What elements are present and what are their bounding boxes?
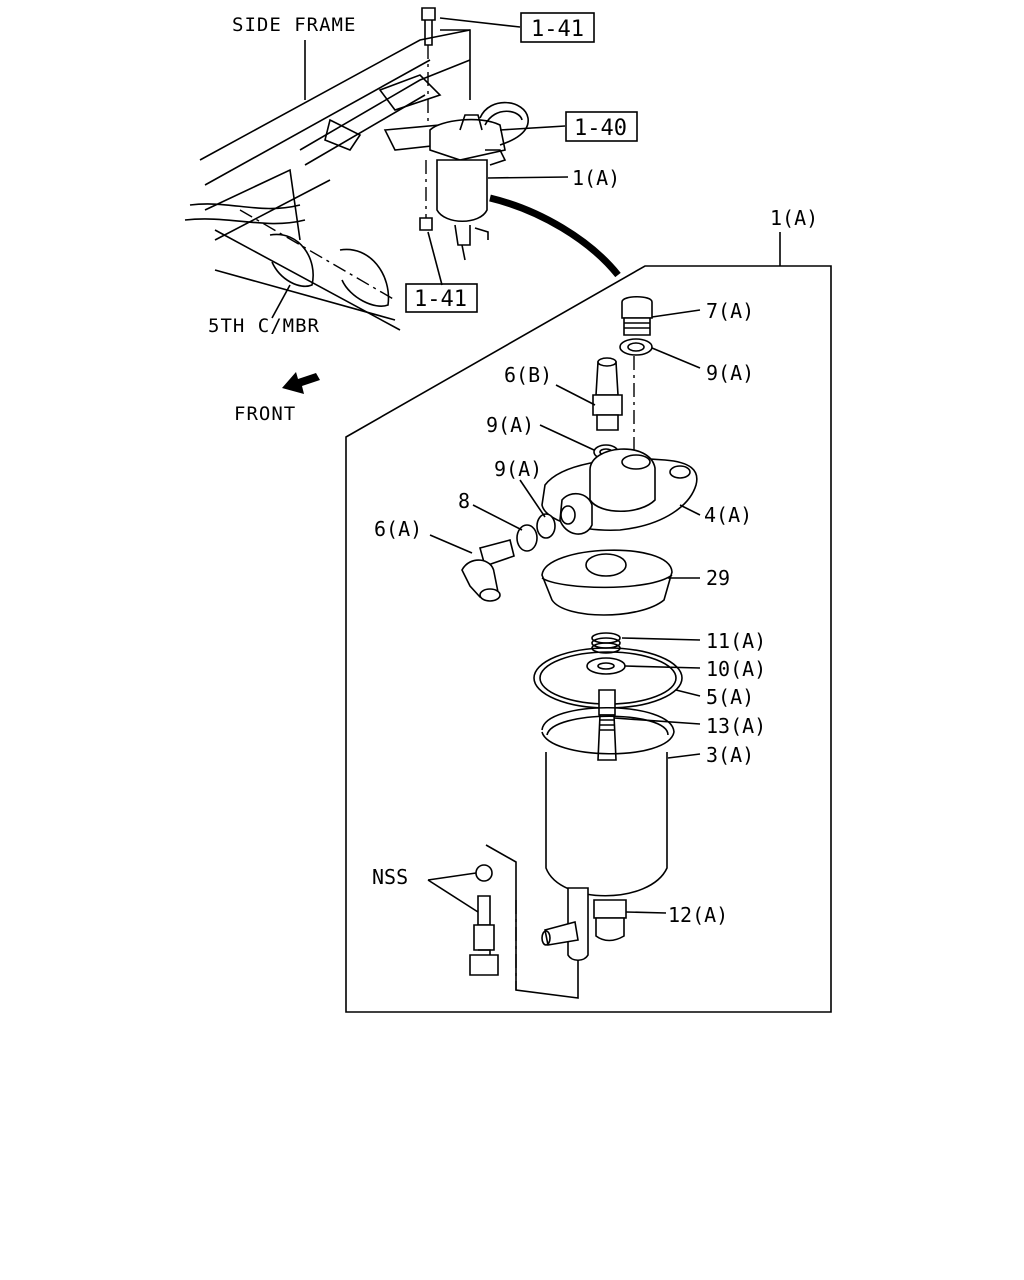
detail-frame (345, 265, 832, 1013)
part-gasket-8 (516, 524, 538, 552)
label-9a-top: 9(A) (706, 361, 754, 385)
label-9a-side: 9(A) (494, 457, 542, 481)
part-fitting-6b (592, 357, 623, 431)
part-drain-plug-12a (593, 899, 627, 942)
label-12a: 12(A) (668, 903, 728, 927)
assembly-label: 1(A) (572, 166, 620, 190)
part-nss (469, 844, 579, 999)
label-10a: 10(A) (706, 657, 766, 681)
ref-box-pipe: 1-40 (565, 111, 638, 142)
label-13a: 13(A) (706, 714, 766, 738)
part-washer-9a-top (619, 338, 653, 356)
part-bowl-3a (541, 706, 675, 962)
label-7a: 7(A) (706, 299, 754, 323)
detail-frame-label: 1(A) (770, 206, 818, 230)
front-label: FRONT (234, 403, 296, 425)
part-elbow-6a (461, 539, 515, 602)
front-arrow-icon (282, 372, 320, 394)
label-8: 8 (458, 489, 470, 513)
svg-text:1-41: 1-41 (531, 17, 584, 42)
part-plug-7a (621, 295, 653, 336)
part-washer-9a-side (536, 513, 556, 539)
part-spring-11a (591, 632, 621, 654)
ref-box-bolt: 1-41 (520, 12, 595, 43)
label-3a: 3(A) (706, 743, 754, 767)
label-4a: 4(A) (704, 503, 752, 527)
part-washer-10a (586, 657, 626, 675)
ref-box-nut: 1-41 (405, 283, 478, 313)
label-11a: 11(A) (706, 629, 766, 653)
part-filter-head-4a (541, 448, 698, 535)
leader-lines (427, 309, 701, 914)
label-29: 29 (706, 566, 730, 590)
frame-overview (184, 7, 621, 331)
label-nss: NSS (372, 865, 408, 889)
side-frame-label: SIDE FRAME (232, 14, 356, 36)
svg-text:1-40: 1-40 (574, 116, 627, 141)
part-center-bolt-13a (597, 689, 617, 761)
label-6b: 6(B) (504, 363, 552, 387)
label-6a: 6(A) (374, 517, 422, 541)
crossmember-label: 5TH C/MBR (208, 315, 320, 337)
svg-text:1-41: 1-41 (414, 287, 467, 312)
label-9a-mid: 9(A) (486, 413, 534, 437)
label-5a: 5(A) (706, 685, 754, 709)
part-element-29 (541, 549, 673, 616)
